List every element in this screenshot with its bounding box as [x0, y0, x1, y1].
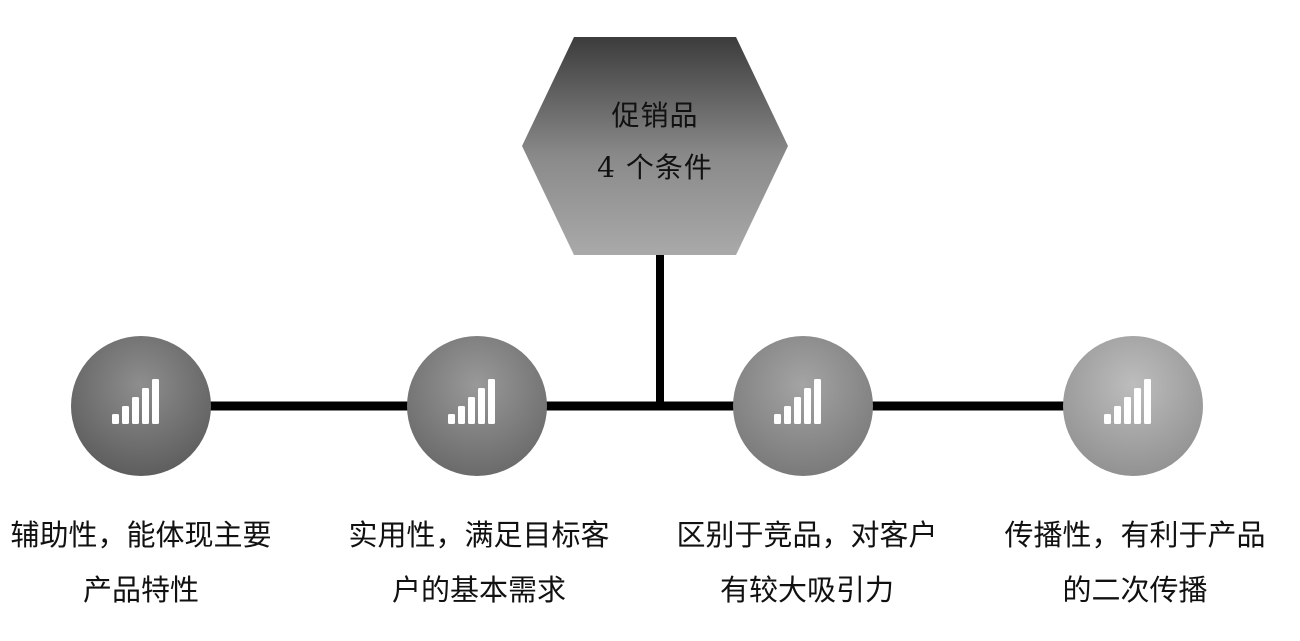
caption-line1: 区别于竞品，对客户 [676, 518, 938, 552]
caption-line1: 传播性，有利于产品 [1004, 518, 1266, 552]
condition-node-4 [1063, 336, 1203, 476]
condition-circle [71, 336, 211, 476]
condition-caption-4: 传播性，有利于产品 的二次传播 [985, 508, 1285, 618]
caption-line1: 实用性，满足目标客 [348, 518, 610, 552]
condition-circle [1063, 336, 1203, 476]
center-label-line1: 促销品 [611, 99, 699, 132]
condition-node-3 [733, 336, 873, 476]
condition-caption-1: 辅助性，能体现主要 产品特性 [0, 508, 291, 618]
caption-line2: 产品特性 [82, 573, 199, 607]
center-hexagon [522, 37, 788, 255]
caption-line2: 的二次传播 [1062, 573, 1208, 607]
condition-node-1 [71, 336, 211, 476]
center-label: 促销品 4 个条件 [522, 90, 788, 194]
caption-line2: 户的基本需求 [391, 573, 566, 607]
condition-circle [407, 336, 547, 476]
condition-caption-3: 区别于竞品，对客户 有较大吸引力 [657, 508, 957, 618]
caption-line1: 辅助性，能体现主要 [10, 518, 272, 552]
caption-line2: 有较大吸引力 [719, 573, 894, 607]
condition-caption-2: 实用性，满足目标客 户的基本需求 [329, 508, 629, 618]
condition-node-2 [407, 336, 547, 476]
condition-circle [733, 336, 873, 476]
center-label-line2: 4 个条件 [597, 151, 713, 184]
